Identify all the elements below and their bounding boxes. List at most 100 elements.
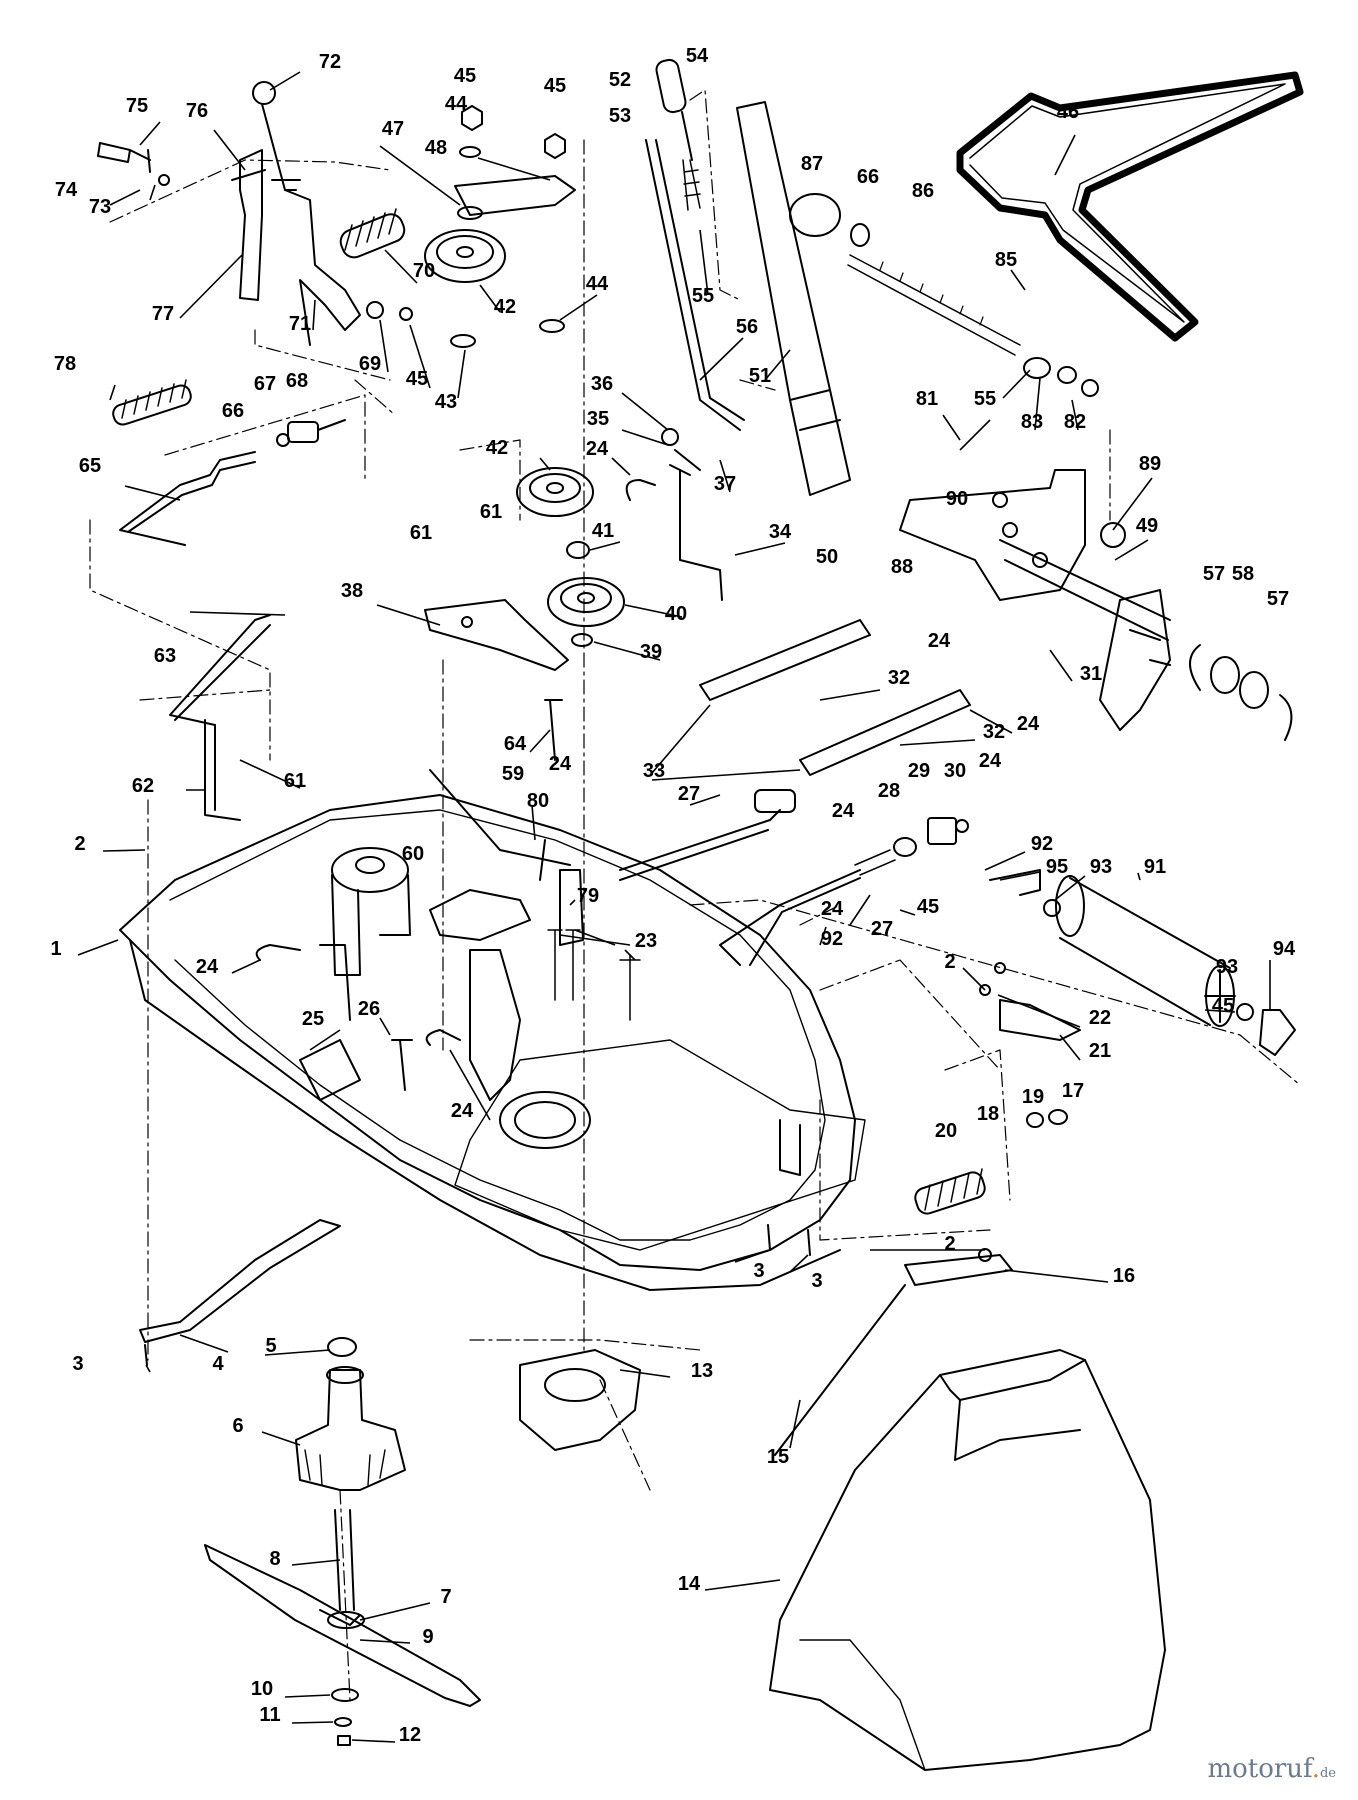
part-callout-67: 67: [254, 373, 276, 395]
part-callout-90: 90: [946, 488, 968, 510]
part-callout-34: 34: [769, 521, 792, 543]
part-callout-16: 16: [1113, 1265, 1135, 1287]
watermark-name: motoruf: [1207, 1754, 1312, 1784]
part-callout-39: 39: [640, 641, 662, 663]
part-callout-93: 93: [1216, 956, 1238, 978]
part-callout-66: 66: [857, 166, 879, 188]
part-callout-6: 6: [232, 1415, 243, 1437]
assembly-guide-lines: [89, 89, 1301, 1701]
part-callout-37: 37: [714, 473, 736, 495]
part-callout-13: 13: [691, 1360, 713, 1382]
lift-link-lower: [799, 689, 971, 776]
part-callout-83: 83: [1021, 411, 1043, 433]
part-callout-72: 72: [319, 51, 341, 73]
part-callout-64: 64: [504, 733, 527, 755]
part-callout-2: 2: [944, 951, 955, 973]
part-callout-63: 63: [154, 645, 176, 667]
part-callout-26: 26: [358, 998, 380, 1020]
part-callout-44: 44: [586, 273, 609, 295]
part-callout-92: 92: [1031, 833, 1053, 855]
part-callout-89: 89: [1139, 453, 1161, 475]
part-callout-69: 69: [359, 353, 381, 375]
watermark-tld: de: [1319, 1766, 1336, 1781]
part-callout-50: 50: [816, 546, 838, 568]
part-callout-62: 62: [132, 775, 154, 797]
part-callout-23: 23: [635, 930, 657, 952]
part-callout-21: 21: [1089, 1040, 1111, 1062]
idler-pulley: [424, 229, 506, 283]
part-callout-58: 58: [1232, 563, 1254, 585]
part-callout-93: 93: [1090, 856, 1112, 878]
deck-stiffener: [139, 1219, 341, 1343]
part-callout-45: 45: [917, 896, 939, 918]
part-callout-76: 76: [186, 100, 208, 122]
part-callout-8: 8: [269, 1548, 280, 1570]
part-callout-78: 78: [54, 353, 76, 375]
part-callout-61: 61: [480, 501, 502, 523]
part-callout-52: 52: [609, 69, 631, 91]
part-callout-85: 85: [995, 249, 1017, 271]
part-callout-71: 71: [289, 313, 311, 335]
part-callout-82: 82: [1064, 411, 1086, 433]
lift-handle-tube: [736, 101, 851, 496]
part-callout-60: 60: [402, 843, 424, 865]
part-callout-74: 74: [55, 179, 78, 201]
part-callout-24: 24: [549, 753, 572, 775]
anti-scalp-bracket: [999, 999, 1081, 1041]
part-callout-28: 28: [878, 780, 900, 802]
part-callout-24: 24: [1017, 713, 1040, 735]
part-callout-48: 48: [425, 137, 447, 159]
part-callout-36: 36: [591, 373, 613, 395]
part-callout-54: 54: [686, 45, 709, 67]
part-callout-49: 49: [1136, 515, 1158, 537]
part-callout-73: 73: [89, 196, 111, 218]
part-callout-3: 3: [753, 1260, 764, 1282]
part-callout-55: 55: [692, 285, 714, 307]
part-callout-86: 86: [912, 180, 934, 202]
part-callout-4: 4: [212, 1353, 224, 1375]
compression-spring: [339, 213, 406, 259]
part-callout-32: 32: [983, 721, 1005, 743]
part-callout-27: 27: [871, 918, 893, 940]
part-callout-61: 61: [284, 770, 306, 792]
part-callout-30: 30: [944, 760, 966, 782]
part-callout-12: 12: [399, 1724, 421, 1746]
part-callout-17: 17: [1062, 1080, 1084, 1102]
part-callout-43: 43: [435, 391, 457, 413]
part-callout-91: 91: [1144, 856, 1166, 878]
threaded-rod: [847, 254, 1021, 356]
pulley-bracket-plate: [424, 599, 569, 671]
part-callout-1: 1: [50, 938, 61, 960]
part-callout-24: 24: [196, 956, 219, 978]
draft-rod: [719, 869, 861, 966]
part-callout-14: 14: [678, 1573, 701, 1595]
part-callout-65: 65: [79, 455, 101, 477]
part-callout-95: 95: [1046, 856, 1068, 878]
part-callout-41: 41: [592, 520, 614, 542]
part-callout-5: 5: [265, 1335, 276, 1357]
part-callout-7: 7: [440, 1586, 451, 1608]
part-callout-75: 75: [126, 95, 148, 117]
part-callout-56: 56: [736, 316, 758, 338]
part-callout-42: 42: [494, 296, 516, 318]
part-callout-79: 79: [577, 885, 599, 907]
part-callout-18: 18: [977, 1103, 999, 1125]
part-callout-2: 2: [74, 833, 85, 855]
part-callout-24: 24: [586, 438, 609, 460]
part-callout-55: 55: [974, 388, 996, 410]
part-callout-33: 33: [643, 760, 665, 782]
part-callout-81: 81: [916, 388, 938, 410]
part-callout-45: 45: [1212, 995, 1234, 1017]
part-callout-94: 94: [1273, 938, 1296, 960]
mower-deck-shell: [119, 794, 856, 1271]
part-callout-61: 61: [410, 522, 432, 544]
part-callout-45: 45: [406, 368, 428, 390]
part-callout-38: 38: [341, 580, 363, 602]
part-callout-24: 24: [832, 800, 855, 822]
part-callout-59: 59: [502, 763, 524, 785]
part-callout-27: 27: [678, 783, 700, 805]
part-callout-42: 42: [486, 437, 508, 459]
